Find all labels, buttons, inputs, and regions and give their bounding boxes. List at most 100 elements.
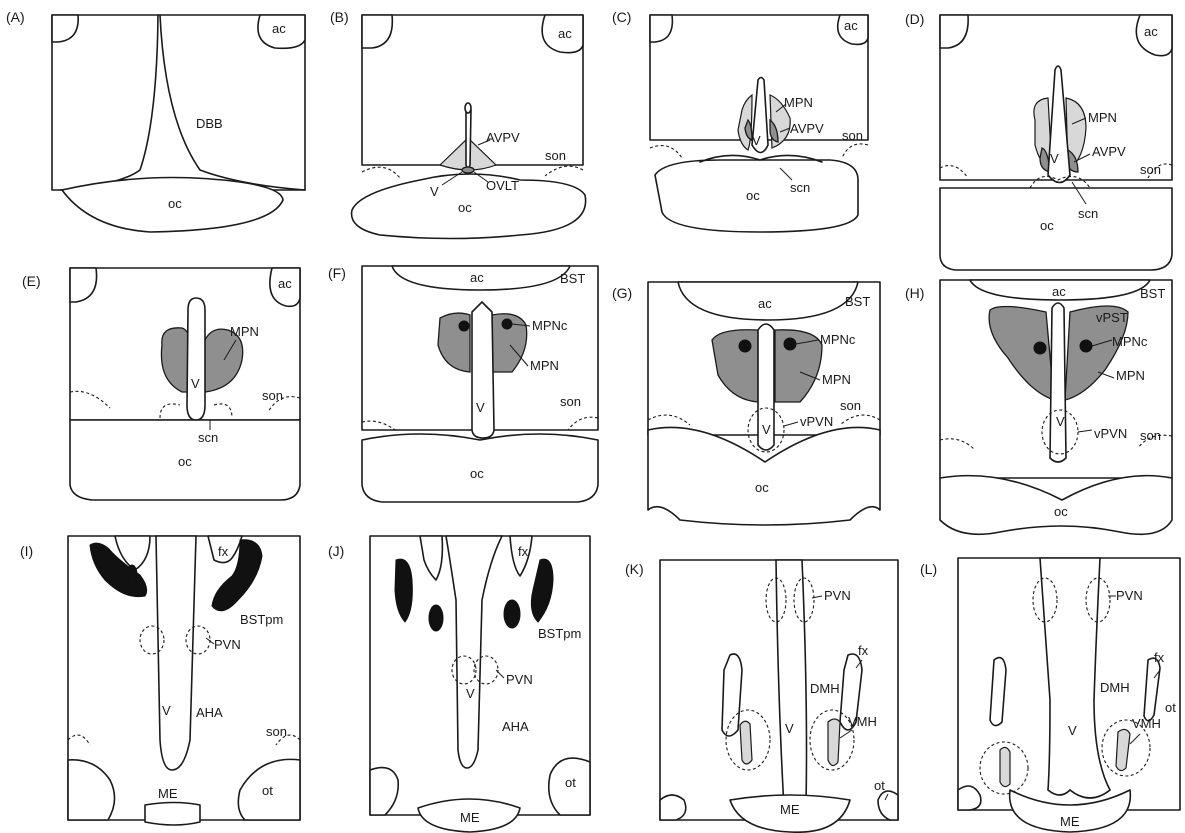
panel-f: (F) ac BST MPNc MPN V son oc <box>328 265 598 502</box>
label-son: son <box>560 394 581 409</box>
label-vpvn: vPVN <box>1094 426 1127 441</box>
label-ot: ot <box>874 778 885 793</box>
label-oc: oc <box>458 200 472 215</box>
label-v: V <box>476 400 485 415</box>
mpnc-left <box>739 340 751 352</box>
label-v: V <box>1050 151 1059 166</box>
label-bst: BST <box>845 294 870 309</box>
label-avpv: AVPV <box>790 121 824 136</box>
panel-b: (B) ac AVPV son V OVLT oc <box>330 9 586 239</box>
label-avpv: AVPV <box>486 130 520 145</box>
panel-label-i: (I) <box>20 543 33 559</box>
label-ac: ac <box>1144 24 1158 39</box>
label-bstpm: BSTpm <box>240 612 283 627</box>
panel-d: (D) ac MPN AVPV son V scn oc <box>905 11 1172 270</box>
label-v: V <box>162 703 171 718</box>
mpnc-left <box>459 321 469 331</box>
label-mpn: MPN <box>784 95 813 110</box>
panel-label-j: (J) <box>328 543 344 559</box>
label-mpnc: MPNc <box>820 332 856 347</box>
label-ac: ac <box>470 270 484 285</box>
son-left <box>362 167 400 178</box>
label-son: son <box>545 148 566 163</box>
label-scn: scn <box>790 180 810 195</box>
fornix-left <box>722 654 742 736</box>
panel-label-a: (A) <box>6 9 25 25</box>
label-me: ME <box>158 786 178 801</box>
label-vpvn: vPVN <box>800 414 833 429</box>
label-ot: ot <box>262 783 273 798</box>
label-ac: ac <box>272 21 286 36</box>
mpnc-left <box>1034 342 1046 354</box>
bstpm-left-b <box>429 605 443 631</box>
son-right <box>545 166 583 176</box>
label-ac: ac <box>1052 284 1066 299</box>
label-ot: ot <box>1165 700 1176 715</box>
label-dbb: DBB <box>196 116 223 131</box>
panel-j: (J) fx BSTpm PVN V AHA ot ME <box>328 536 590 832</box>
label-bst: BST <box>1140 286 1165 301</box>
label-son: son <box>842 128 863 143</box>
label-pvn: PVN <box>506 672 533 687</box>
label-vpst: vPST <box>1096 310 1128 325</box>
panel-label-c: (C) <box>612 9 631 25</box>
label-mpnc: MPNc <box>532 318 568 333</box>
ventricle-tip <box>465 103 471 113</box>
vmh-core-right <box>828 719 840 766</box>
label-oc: oc <box>755 480 769 495</box>
label-son: son <box>840 398 861 413</box>
label-me: ME <box>1060 814 1080 829</box>
panel-label-g: (G) <box>612 285 632 301</box>
optic-chiasm <box>940 188 1172 270</box>
label-mpn: MPN <box>1088 110 1117 125</box>
vmh-core-left <box>740 721 752 764</box>
label-mpn: MPN <box>1116 368 1145 383</box>
panel-i: (I) fx BSTpm PVN son V AHA ot ME <box>20 536 300 825</box>
panel-label-l: (L) <box>920 561 937 577</box>
label-oc: oc <box>746 188 760 203</box>
label-mpn: MPN <box>530 358 559 373</box>
label-mpn: MPN <box>230 324 259 339</box>
label-v: V <box>466 686 475 701</box>
panel-c: (C) ac MPN AVPV son V scn oc <box>612 9 868 232</box>
label-fx: fx <box>218 544 229 559</box>
panel-label-d: (D) <box>905 11 924 27</box>
label-dmh: DMH <box>1100 680 1130 695</box>
label-v: V <box>1056 414 1065 429</box>
label-mpnc: MPNc <box>1112 334 1148 349</box>
label-scn: scn <box>198 430 218 445</box>
label-vmh: VMH <box>848 714 877 729</box>
optic-tract-left <box>660 795 686 820</box>
son-left <box>650 146 682 158</box>
label-oc: oc <box>1054 504 1068 519</box>
label-v: V <box>1068 723 1077 738</box>
label-bst: BST <box>560 271 585 286</box>
median-eminence <box>145 803 200 826</box>
label-aha: AHA <box>196 705 223 720</box>
bstpm-left-small <box>127 565 137 585</box>
panel-label-b: (B) <box>330 9 349 25</box>
label-scn: scn <box>1078 206 1098 221</box>
label-v: V <box>430 184 439 199</box>
label-v: V <box>752 133 761 148</box>
label-mpn: MPN <box>822 372 851 387</box>
label-dmh: DMH <box>810 681 840 696</box>
son-right <box>842 144 868 158</box>
label-ot: ot <box>565 775 576 790</box>
label-aha: AHA <box>502 719 529 734</box>
panel-a: (A) ac DBB oc <box>6 9 305 232</box>
mpnc-right <box>1080 340 1092 352</box>
mpnc-right <box>502 319 512 329</box>
label-v: V <box>191 376 200 391</box>
label-son: son <box>262 388 283 403</box>
third-ventricle <box>187 298 205 420</box>
label-ac: ac <box>844 18 858 33</box>
label-me: ME <box>780 802 800 817</box>
label-oc: oc <box>168 196 182 211</box>
third-ventricle <box>1050 303 1066 462</box>
third-ventricle <box>472 302 494 438</box>
label-pvn: PVN <box>824 588 851 603</box>
panel-h: (H) ac BST vPST MPNc MPN V vPVN son oc <box>905 280 1172 534</box>
third-ventricle <box>156 536 196 770</box>
